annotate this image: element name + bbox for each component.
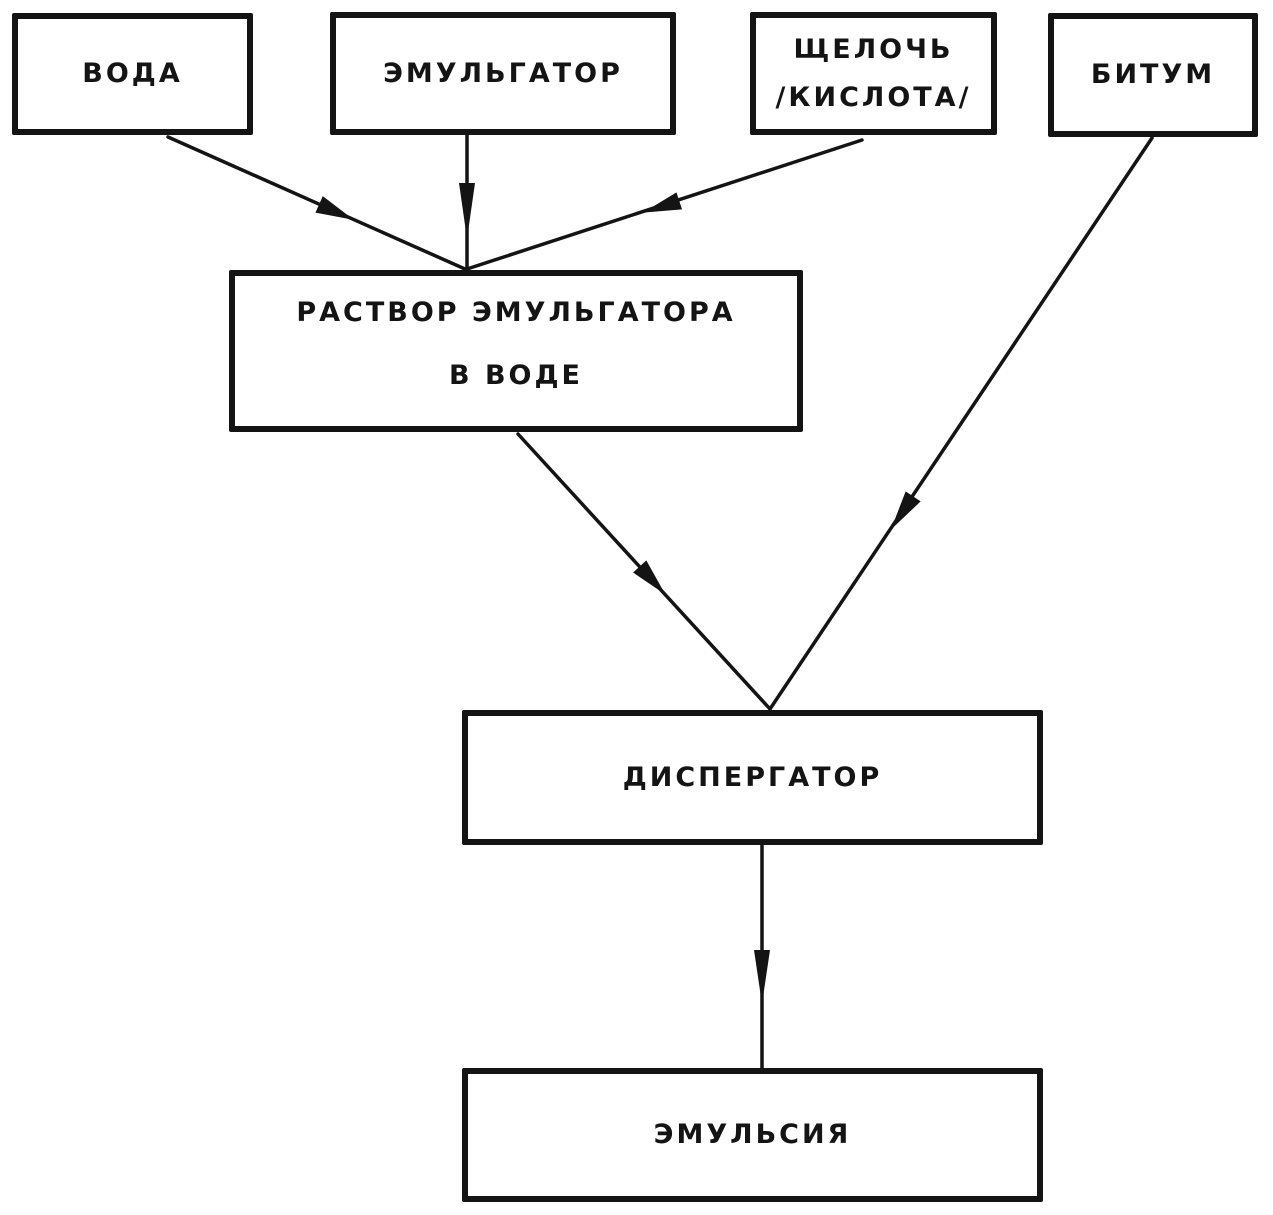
- arrowhead-icon: [315, 196, 354, 220]
- arrow-water-to-solution: [166, 135, 467, 271]
- node-emulsifier-solution: РАСТВОР ЭМУЛЬГАТОРА В ВОДЕ: [229, 270, 803, 432]
- node-dispergator: ДИСПЕРГАТОР: [462, 710, 1043, 845]
- arrow-dispergator-to-emulsion: [754, 843, 770, 1070]
- node-water-label: ВОДА: [82, 58, 183, 90]
- node-alkali-acid: ЩЕЛОЧЬ /КИСЛОТА/: [750, 12, 997, 135]
- node-emulsion: ЭМУЛЬСИЯ: [462, 1068, 1043, 1202]
- arrow-solution-to-dispergator: [516, 432, 772, 711]
- node-bitumen: БИТУМ: [1048, 13, 1258, 137]
- node-emulsifier-label: ЭМУЛЬГАТОР: [383, 57, 623, 89]
- node-alkali-acid-label-line1: ЩЕЛОЧЬ: [793, 33, 954, 65]
- arrow-emulsifier-to-solution: [459, 133, 475, 271]
- node-water: ВОДА: [12, 13, 253, 135]
- arrowhead-icon: [890, 491, 921, 530]
- node-dispergator-label: ДИСПЕРГАТОР: [622, 761, 883, 793]
- arrowhead-icon: [643, 192, 683, 213]
- arrowhead-icon: [633, 560, 666, 595]
- arrow-alkali-to-solution: [465, 138, 864, 271]
- node-alkali-acid-label-line2: /КИСЛОТА/: [775, 82, 972, 113]
- arrowhead-icon: [754, 950, 770, 1004]
- arrowhead-icon: [459, 183, 475, 239]
- node-emulsifier-solution-label-line2: В ВОДЕ: [448, 360, 583, 391]
- node-bitumen-label: БИТУМ: [1090, 59, 1216, 91]
- node-emulsion-label: ЭМУЛЬСИЯ: [653, 1119, 852, 1151]
- arrow-bitumen-to-dispergator: [768, 136, 1154, 711]
- node-emulsifier: ЭМУЛЬГАТОР: [330, 12, 676, 135]
- node-emulsifier-solution-label-line1: РАСТВОР ЭМУЛЬГАТОРА: [296, 296, 736, 328]
